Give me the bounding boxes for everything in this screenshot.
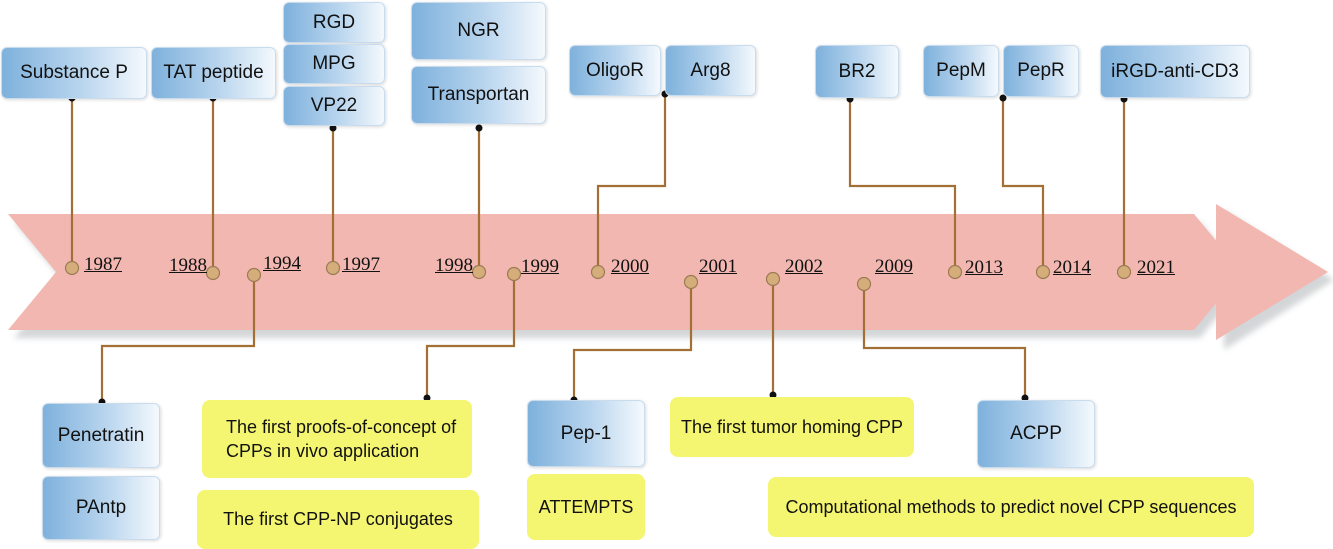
box-penetratin: Penetratin (42, 403, 160, 468)
chevron-segment (8, 214, 166, 330)
box-mpg: MPG (283, 44, 385, 84)
box-attempts: ATTEMPTS (527, 474, 645, 540)
year-label-2009: 2009 (875, 256, 913, 277)
box-rgd: RGD (283, 2, 385, 43)
node-1999 (506, 266, 522, 282)
box-acpp: ACPP (977, 400, 1095, 468)
box-tat-peptide: TAT peptide (151, 47, 276, 99)
connector-1994 (100, 275, 256, 402)
connector-1999 (425, 274, 516, 398)
year-label-2001: 2001 (699, 256, 737, 277)
connector-2013 (848, 99, 957, 272)
node-2002 (765, 271, 781, 287)
year-label-1994: 1994 (263, 253, 301, 274)
box-ngr: NGR (411, 2, 546, 60)
box-first-proofs-of-concept: The first proofs-of-concept of CPPs in v… (202, 400, 472, 478)
box-pantp: PAntp (42, 476, 160, 540)
connector-2000 (596, 94, 667, 272)
timeline-nodes (64, 260, 1132, 292)
box-transportan: Transportan (411, 66, 546, 124)
box-first-tumor-homing-cpp: The first tumor homing CPP (670, 397, 914, 457)
box-computational-methods: Computational methods to predict novel C… (768, 477, 1254, 537)
connector-lines (70, 94, 1126, 402)
year-label-1997: 1997 (342, 254, 380, 275)
box-oligor: OligoR (569, 45, 661, 96)
year-label-1987: 1987 (84, 254, 122, 275)
box-pepm: PepM (923, 45, 999, 97)
node-2009 (856, 276, 872, 292)
proofs-line-2: CPPs in vivo application (226, 441, 420, 461)
connector-2001 (572, 282, 693, 400)
chevron-arrow (8, 204, 1328, 340)
proofs-line-1: The first proofs-of-concept of (226, 416, 457, 437)
node-1997 (325, 260, 341, 276)
node-1988 (205, 265, 221, 281)
node-1987 (64, 260, 80, 276)
year-label-2021: 2021 (1137, 257, 1175, 278)
year-label-1998: 1998 (435, 255, 473, 276)
box-br2: BR2 (815, 45, 899, 98)
node-2021 (1116, 264, 1132, 280)
year-label-2002: 2002 (785, 256, 823, 277)
connector-2009 (862, 284, 1027, 398)
connector-2014 (1001, 98, 1045, 272)
year-label-1999: 1999 (521, 256, 559, 277)
node-1994 (246, 267, 262, 283)
year-label-2013: 2013 (965, 257, 1003, 278)
node-2013 (947, 264, 963, 280)
box-pep-1: Pep-1 (527, 400, 645, 467)
arrow-head (1194, 204, 1328, 340)
box-irgd-anti-cd3: iRGD-anti-CD3 (1100, 45, 1250, 98)
year-label-2000: 2000 (611, 256, 649, 277)
year-label-1988: 1988 (169, 255, 207, 276)
box-substance-p: Substance P (1, 47, 147, 99)
node-2000 (590, 264, 606, 280)
node-1998 (471, 264, 487, 280)
year-label-2014: 2014 (1053, 257, 1091, 278)
node-2014 (1035, 264, 1051, 280)
box-arg8: Arg8 (665, 45, 756, 96)
box-first-cpp-np-conjugates: The first CPP-NP conjugates (197, 490, 479, 549)
box-vp22: VP22 (283, 86, 385, 126)
box-pepr: PepR (1003, 45, 1079, 97)
node-2001 (683, 274, 699, 290)
